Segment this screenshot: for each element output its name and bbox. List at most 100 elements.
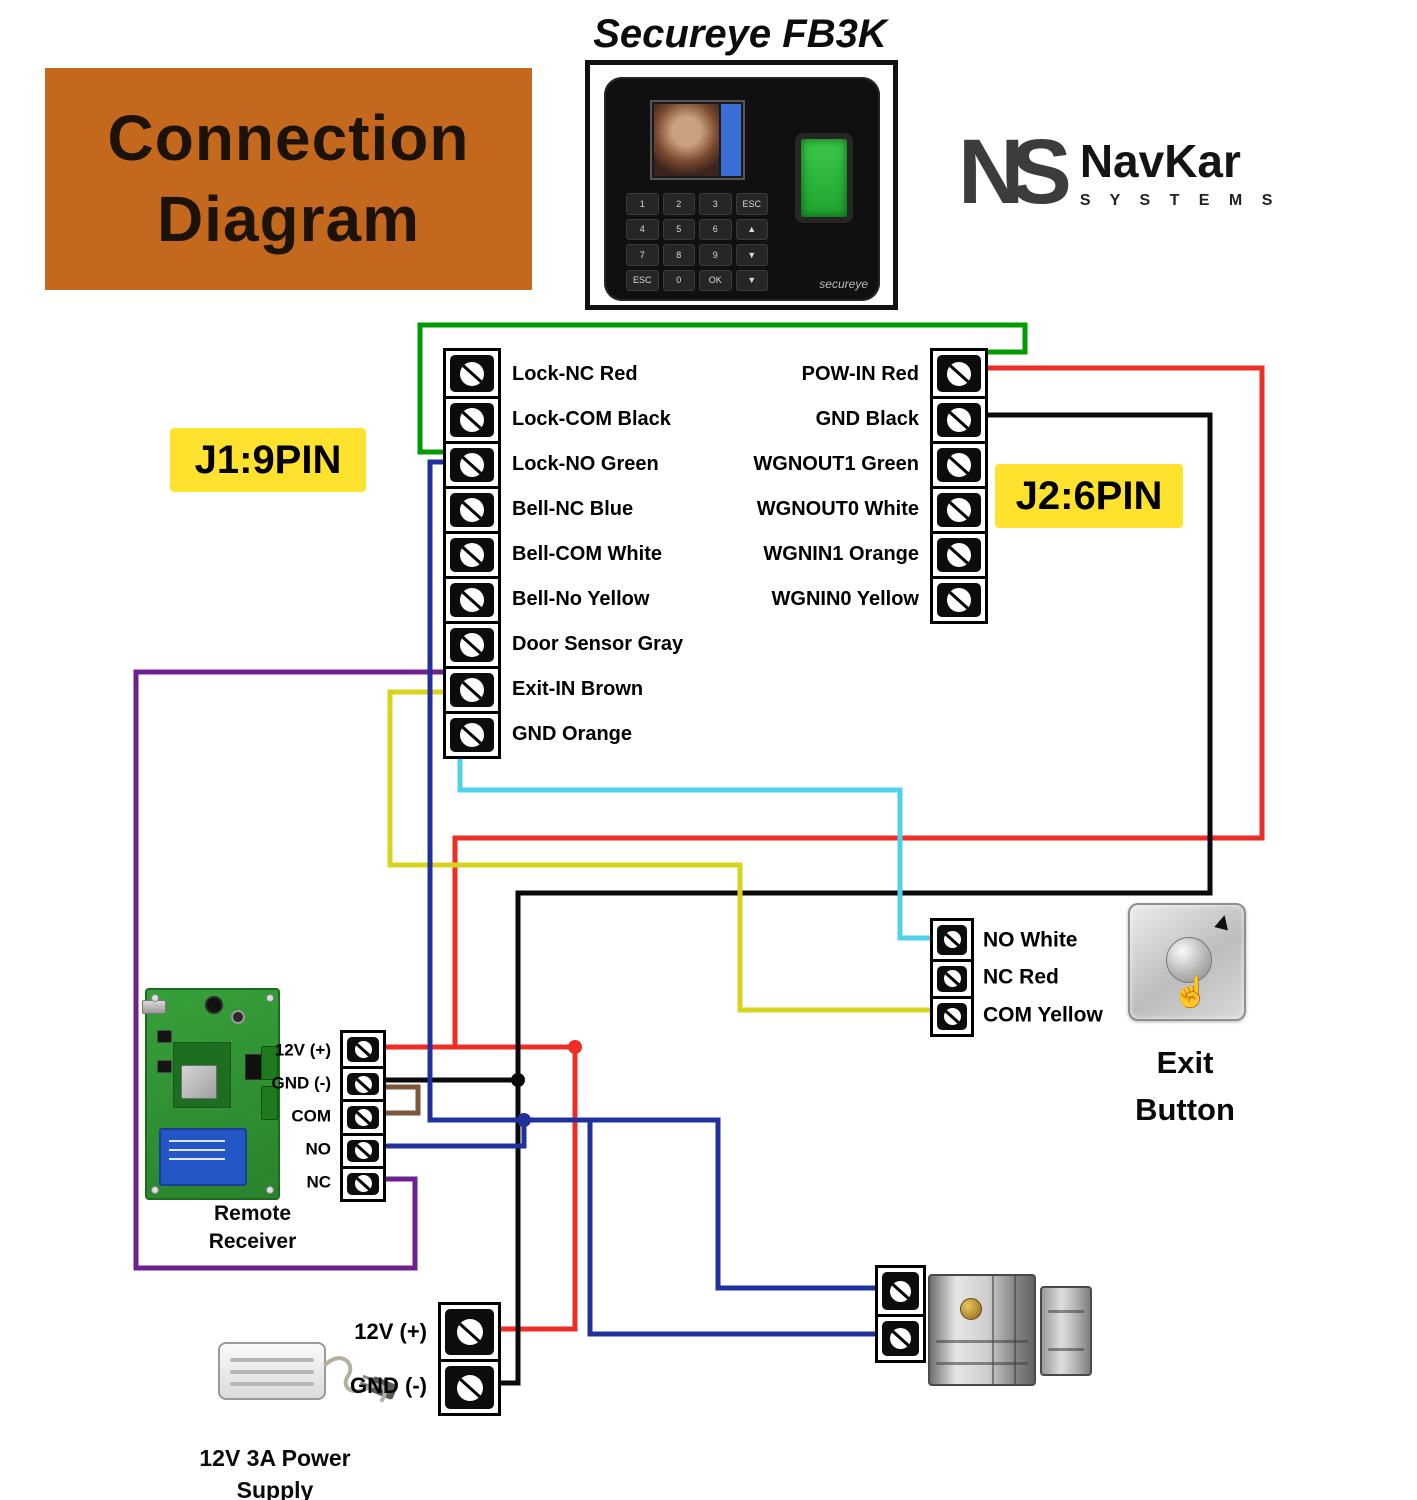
device-key: 8: [662, 244, 695, 266]
pin-label: 12V (+): [274, 1040, 331, 1060]
wire-com-gnd-brown-jumper: [377, 1084, 421, 1116]
lock-groove: [936, 1340, 1028, 1343]
terminal-housing: [347, 1139, 379, 1162]
pin-label: NC Red: [983, 965, 1059, 989]
logo-monogram: NS: [958, 120, 1072, 223]
terminal-pin: [343, 1066, 383, 1099]
device-caption: Secureye FB3K: [593, 12, 887, 56]
screw-terminal-icon: [460, 498, 484, 522]
terminal-pin: [933, 921, 971, 959]
wire-receiver-no-blue: [377, 1119, 527, 1149]
screw-terminal-icon: [460, 453, 484, 477]
device-key: ▼: [735, 244, 768, 266]
terminal-housing: [882, 1321, 919, 1356]
pin-label: POW-IN Red: [801, 362, 919, 385]
terminal-pin: [446, 666, 498, 711]
terminal-pin: [933, 576, 985, 621]
screw-terminal-icon: [947, 498, 971, 522]
terminal-pin: [933, 351, 985, 396]
pin-label: WGNIN1 Orange: [763, 542, 919, 565]
terminal-housing: [937, 355, 981, 392]
terminal-pin: [441, 1359, 498, 1413]
junction-dot: [517, 1113, 531, 1127]
terminal-housing: [347, 1037, 379, 1063]
screw-terminal-icon: [460, 588, 484, 612]
lock-terminal-block: [875, 1265, 926, 1363]
j2-tag: J2:6PIN: [995, 464, 1183, 528]
screw-terminal-icon: [354, 1075, 372, 1093]
strike-plate: [1040, 1286, 1092, 1376]
device-key: 1: [626, 193, 659, 215]
board-terminal: [261, 1046, 278, 1080]
screw-terminal-icon: [947, 408, 971, 432]
fingerprint-scanner-icon: [795, 133, 853, 223]
pin-label: 12V (+): [354, 1319, 427, 1344]
device-brand-text: secureye: [819, 277, 868, 291]
terminal-pin: [343, 1165, 383, 1199]
lock-groove: [936, 1362, 1028, 1365]
screen-sidebar: [721, 104, 741, 176]
navkar-logo: NS NavKar S Y S T E M S: [958, 122, 1288, 222]
terminal-housing: [445, 1366, 494, 1409]
screw-terminal-icon: [460, 543, 484, 567]
psu-terminal-block: 12V (+)GND (-): [350, 1302, 501, 1416]
wire-lock-no-blue-main: [427, 459, 880, 1291]
psu-caption-line1: 12V 3A Power: [199, 1445, 351, 1471]
pin-label: GND (-): [271, 1073, 331, 1093]
screw-terminal-icon: [943, 1007, 961, 1025]
screw-terminal-icon: [456, 1374, 483, 1401]
screw-terminal-icon: [460, 678, 484, 702]
terminal-pin: [343, 1033, 383, 1066]
label-stripe: [230, 1370, 314, 1374]
device-key: ▲: [735, 218, 768, 240]
lock-seam: [1014, 1276, 1016, 1384]
lock-groove: [1048, 1310, 1084, 1313]
terminal-housing: [450, 628, 494, 662]
module-shield: [181, 1065, 217, 1099]
wire-lock-no-to-j2-green: [417, 322, 1028, 455]
terminal-housing: [937, 583, 981, 617]
pin-label: WGNOUT1 Green: [753, 452, 919, 475]
terminal-housing: [937, 1003, 967, 1030]
terminal-housing: [450, 673, 494, 707]
adapter-body: [218, 1342, 326, 1400]
tact-button: [157, 1030, 172, 1043]
terminal-pin: [343, 1132, 383, 1166]
terminal-pin: [441, 1305, 498, 1359]
wifi-module: [173, 1042, 231, 1108]
device-screen: [650, 100, 745, 180]
terminal-housing: [937, 965, 967, 992]
terminal-housing: [937, 493, 981, 527]
screw-terminal-icon: [947, 543, 971, 567]
pin-label: GND Black: [815, 407, 919, 430]
terminal-pin: [446, 486, 498, 531]
terminal-housing: [445, 1309, 494, 1355]
pin-label: COM Yellow: [983, 1003, 1103, 1027]
pin-label: Bell-COM White: [512, 542, 662, 565]
screw-terminal-icon: [890, 1328, 911, 1349]
screw-terminal-icon: [890, 1280, 911, 1302]
device-key: OK: [699, 269, 732, 291]
terminal-pin: [343, 1099, 383, 1132]
terminal-pin: [933, 486, 985, 531]
junction-dot: [511, 1073, 525, 1087]
wire-pow-in-red: [452, 365, 1265, 1050]
pin-label: Lock-NC Red: [512, 362, 638, 385]
pin-label: NO White: [983, 928, 1078, 952]
title-line2: Diagram: [156, 183, 421, 255]
device-key: 9: [699, 244, 732, 266]
terminal-pin: [878, 1268, 923, 1314]
pin-label: Bell-No Yellow: [512, 587, 650, 610]
device-key: 5: [662, 218, 695, 240]
terminal-housing: [450, 718, 494, 752]
wire-psu-cable: [323, 1356, 387, 1403]
tact-button: [157, 1060, 172, 1073]
terminal-pin: [446, 531, 498, 576]
power-adapter-graphic: [218, 1336, 418, 1420]
screw-terminal-icon: [460, 408, 484, 432]
psu-caption: 12V 3A Power Supply: [180, 1442, 370, 1500]
terminal-housing: [450, 538, 494, 572]
device-key: 3: [699, 193, 732, 215]
device-key: ESC: [626, 269, 659, 291]
